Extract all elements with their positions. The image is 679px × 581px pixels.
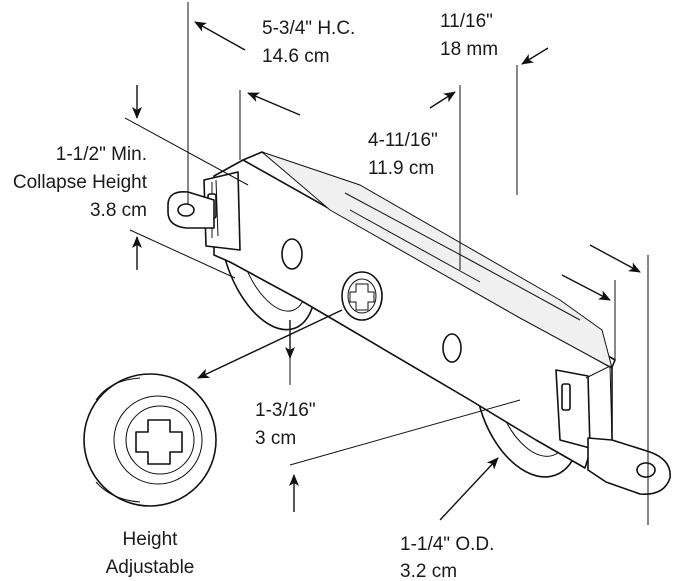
dim-wheel-od: 1-1/4" O.D. 3.2 cm <box>400 534 494 581</box>
length-metric: 11.9 cm <box>368 158 434 179</box>
wheel-od-metric: 3.2 cm <box>400 561 457 581</box>
dimension-lines <box>124 2 649 525</box>
caption-line2: Adjustable <box>106 557 195 578</box>
dim-hole-center: 5-3/4" H.C. 14.6 cm <box>262 18 355 67</box>
height-adjustable-caption: Height Adjustable <box>106 529 195 578</box>
collapse-metric: 3.8 cm <box>90 200 147 221</box>
roller-housing <box>167 151 671 495</box>
caption-line1: Height <box>123 529 179 550</box>
height-adjust-detail <box>83 373 217 507</box>
wheel-od-label: 1-1/4" O.D. <box>400 534 494 555</box>
offset-label: 1-3/16" <box>255 400 316 421</box>
dim-adjust-offset: 1-3/16" 3 cm <box>255 400 316 449</box>
hole-center-label: 5-3/4" H.C. <box>262 18 355 39</box>
dim-collapse-height: 1-1/2" Min. Collapse Height 3.8 cm <box>13 144 148 221</box>
width-label: 11/16" <box>440 11 493 32</box>
dim-length: 4-11/16" 11.9 cm <box>368 130 438 179</box>
roller-assembly <box>167 151 671 495</box>
hole-center-metric: 14.6 cm <box>262 46 330 67</box>
length-label: 4-11/16" <box>368 130 438 151</box>
dim-width: 11/16" 18 mm <box>440 11 498 60</box>
width-metric: 18 mm <box>440 39 498 60</box>
collapse-sublabel: Collapse Height <box>13 172 148 193</box>
collapse-label: 1-1/2" Min. <box>56 144 147 165</box>
offset-metric: 3 cm <box>255 428 296 449</box>
